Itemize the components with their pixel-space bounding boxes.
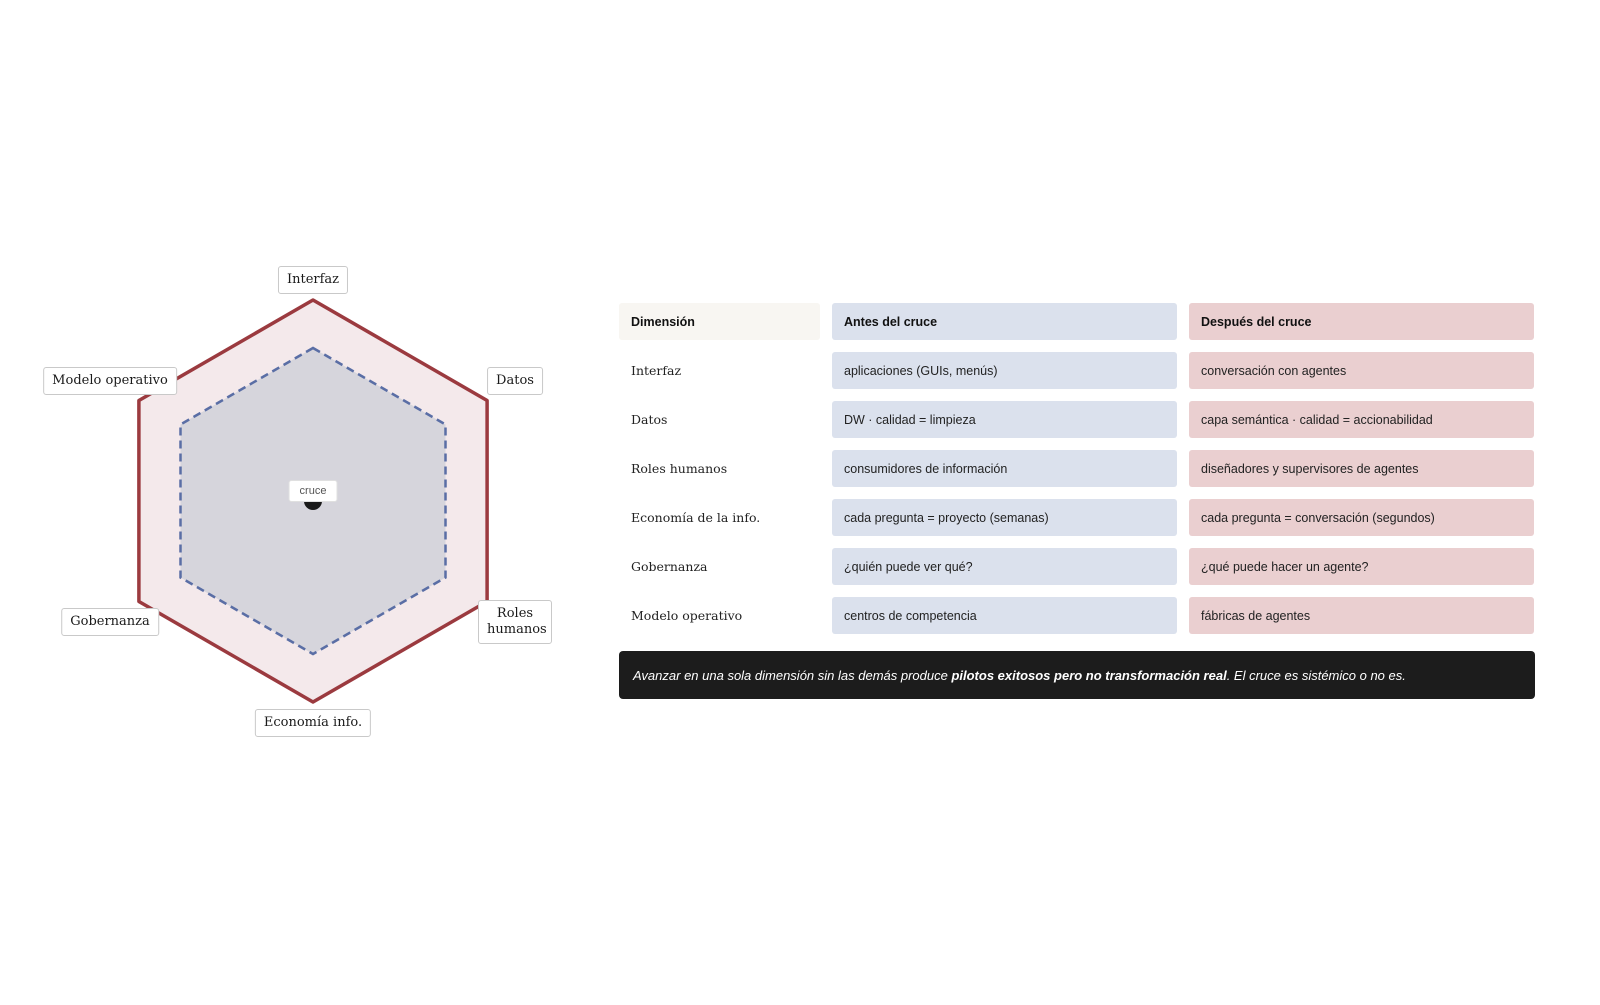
row-after: fábricas de agentes [1189,597,1534,634]
center-label: cruce [288,480,338,502]
row-before: aplicaciones (GUIs, menús) [832,352,1177,389]
axis-label-gobernanza: Gobernanza [61,608,159,636]
axis-label-interfaz: Interfaz [277,266,349,294]
table-row: Datos DW · calidad = limpieza capa semán… [619,401,1535,438]
row-before: DW · calidad = limpieza [832,401,1177,438]
row-after: diseñadores y supervisores de agentes [1189,450,1534,487]
summary-note: Avanzar en una sola dimensión sin las de… [619,651,1535,699]
row-before: ¿quién puede ver qué? [832,548,1177,585]
row-dimension: Modelo operativo [631,608,743,623]
row-before: cada pregunta = proyecto (semanas) [832,499,1177,536]
table-row: Modelo operativo centros de competencia … [619,597,1535,634]
note-text-end: . El cruce es sistémico o no es. [1226,667,1406,683]
row-dimension: Gobernanza [631,559,708,574]
table-row: Economía de la info. cada pregunta = pro… [619,499,1535,536]
hexagon-diagram: Interfaz Datos Roles humanos Economía in… [0,0,620,1000]
row-dimension: Interfaz [631,363,682,378]
row-dimension: Datos [631,412,668,427]
note-text-bold: pilotos exitosos pero no transformación … [951,667,1227,683]
table-header-row: Dimensión Antes del cruce Después del cr… [619,303,1535,340]
table-row: Gobernanza ¿quién puede ver qué? ¿qué pu… [619,548,1535,585]
row-after: ¿qué puede hacer un agente? [1189,548,1534,585]
header-before: Antes del cruce [832,303,1177,340]
header-dimension: Dimensión [619,303,820,340]
header-after: Después del cruce [1189,303,1534,340]
comparison-table: Dimensión Antes del cruce Después del cr… [619,303,1535,646]
row-dimension: Economía de la info. [631,510,761,525]
row-before: consumidores de información [832,450,1177,487]
row-after: capa semántica · calidad = accionabilida… [1189,401,1534,438]
table-row: Interfaz aplicaciones (GUIs, menús) conv… [619,352,1535,389]
row-dimension: Roles humanos [631,461,728,476]
note-text: Avanzar en una sola dimensión sin las de… [633,668,1406,683]
row-after: conversación con agentes [1189,352,1534,389]
table-row: Roles humanos consumidores de informació… [619,450,1535,487]
axis-label-modelo-operativo: Modelo operativo [43,367,177,395]
note-text-start: Avanzar en una sola dimensión sin las de… [633,667,952,683]
axis-label-roles-humanos: Roles humanos [478,600,552,644]
axis-label-economia-info: Economía info. [254,709,372,737]
row-after: cada pregunta = conversación (segundos) [1189,499,1534,536]
row-before: centros de competencia [832,597,1177,634]
axis-label-datos: Datos [487,367,543,395]
